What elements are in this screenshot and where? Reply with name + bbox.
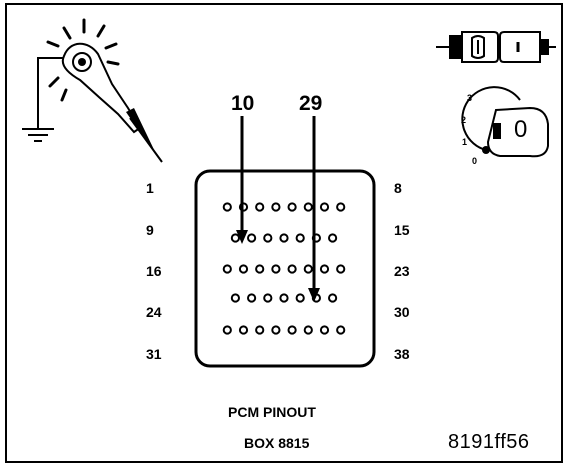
probe-arrow-pin-29 — [308, 116, 320, 302]
pin-hole-28 — [295, 293, 305, 303]
pin-label-left-5: 31 — [146, 346, 162, 362]
pin-hole-3 — [255, 202, 265, 212]
pin-hole-6 — [303, 202, 313, 212]
pin-hole-35 — [287, 325, 297, 335]
pin-label-right-4: 30 — [394, 304, 410, 320]
caption-box-number: BOX 8815 — [244, 435, 310, 451]
pin-hole-25 — [247, 293, 257, 303]
pin-hole-20 — [287, 264, 297, 274]
ignition-position-3: 3 — [467, 93, 473, 103]
pcm-connector-body — [194, 169, 376, 368]
arrow-label-pin-10: 10 — [231, 92, 255, 115]
pin-hole-23 — [336, 264, 346, 274]
pin-hole-10 — [247, 233, 257, 243]
pin-hole-grid — [222, 202, 346, 335]
figure-code: 8191ff56 — [448, 431, 530, 453]
pin-hole-36 — [303, 325, 313, 335]
pin-hole-13 — [295, 233, 305, 243]
pin-hole-21 — [303, 264, 313, 274]
ignition-key-label: 0 — [514, 116, 528, 143]
pin-hole-26 — [263, 293, 273, 303]
pin-hole-1 — [222, 202, 232, 212]
pin-hole-8 — [336, 202, 346, 212]
pin-label-right-3: 23 — [394, 263, 410, 279]
pin-hole-11 — [263, 233, 273, 243]
pin-hole-7 — [319, 202, 330, 212]
pin-label-left-1: 1 — [146, 180, 154, 196]
pin-hole-19 — [271, 264, 281, 274]
pin-label-right-2: 15 — [394, 222, 410, 238]
pin-label-left-3: 16 — [146, 263, 162, 279]
pin-hole-5 — [287, 202, 297, 212]
pin-label-right-5: 38 — [394, 346, 410, 362]
pin-hole-4 — [271, 202, 281, 212]
pin-label-right-1: 8 — [394, 180, 402, 196]
caption-title: PCM PINOUT — [228, 404, 316, 420]
pin-hole-9 — [230, 233, 240, 243]
pin-hole-38 — [336, 325, 346, 335]
pin-hole-24 — [230, 293, 240, 303]
pin-hole-27 — [279, 293, 289, 303]
test-lamp-probe-icon — [46, 18, 163, 163]
pin-hole-37 — [319, 325, 330, 335]
pin-hole-34 — [271, 325, 281, 335]
pin-hole-17 — [238, 264, 249, 274]
ignition-key-icon — [461, 86, 549, 158]
ignition-position-0: 0 — [472, 156, 478, 166]
ground-icon — [22, 57, 65, 142]
pin-hole-31 — [222, 325, 232, 335]
ignition-position-2: 2 — [461, 115, 467, 125]
pin-hole-12 — [279, 233, 289, 243]
pin-label-left-4: 24 — [146, 304, 162, 320]
pin-hole-15 — [328, 233, 338, 243]
pin-hole-30 — [328, 293, 338, 303]
pin-hole-32 — [238, 325, 249, 335]
ignition-position-1: 1 — [462, 137, 468, 147]
pin-hole-16 — [222, 264, 232, 274]
connector-disconnected-icon — [436, 31, 556, 63]
arrow-label-pin-29: 29 — [299, 92, 323, 115]
pin-hole-22 — [319, 264, 330, 274]
pin-hole-18 — [255, 264, 265, 274]
pin-label-left-2: 9 — [146, 222, 154, 238]
pin-hole-33 — [255, 325, 265, 335]
probe-arrow-pin-10 — [236, 116, 248, 244]
